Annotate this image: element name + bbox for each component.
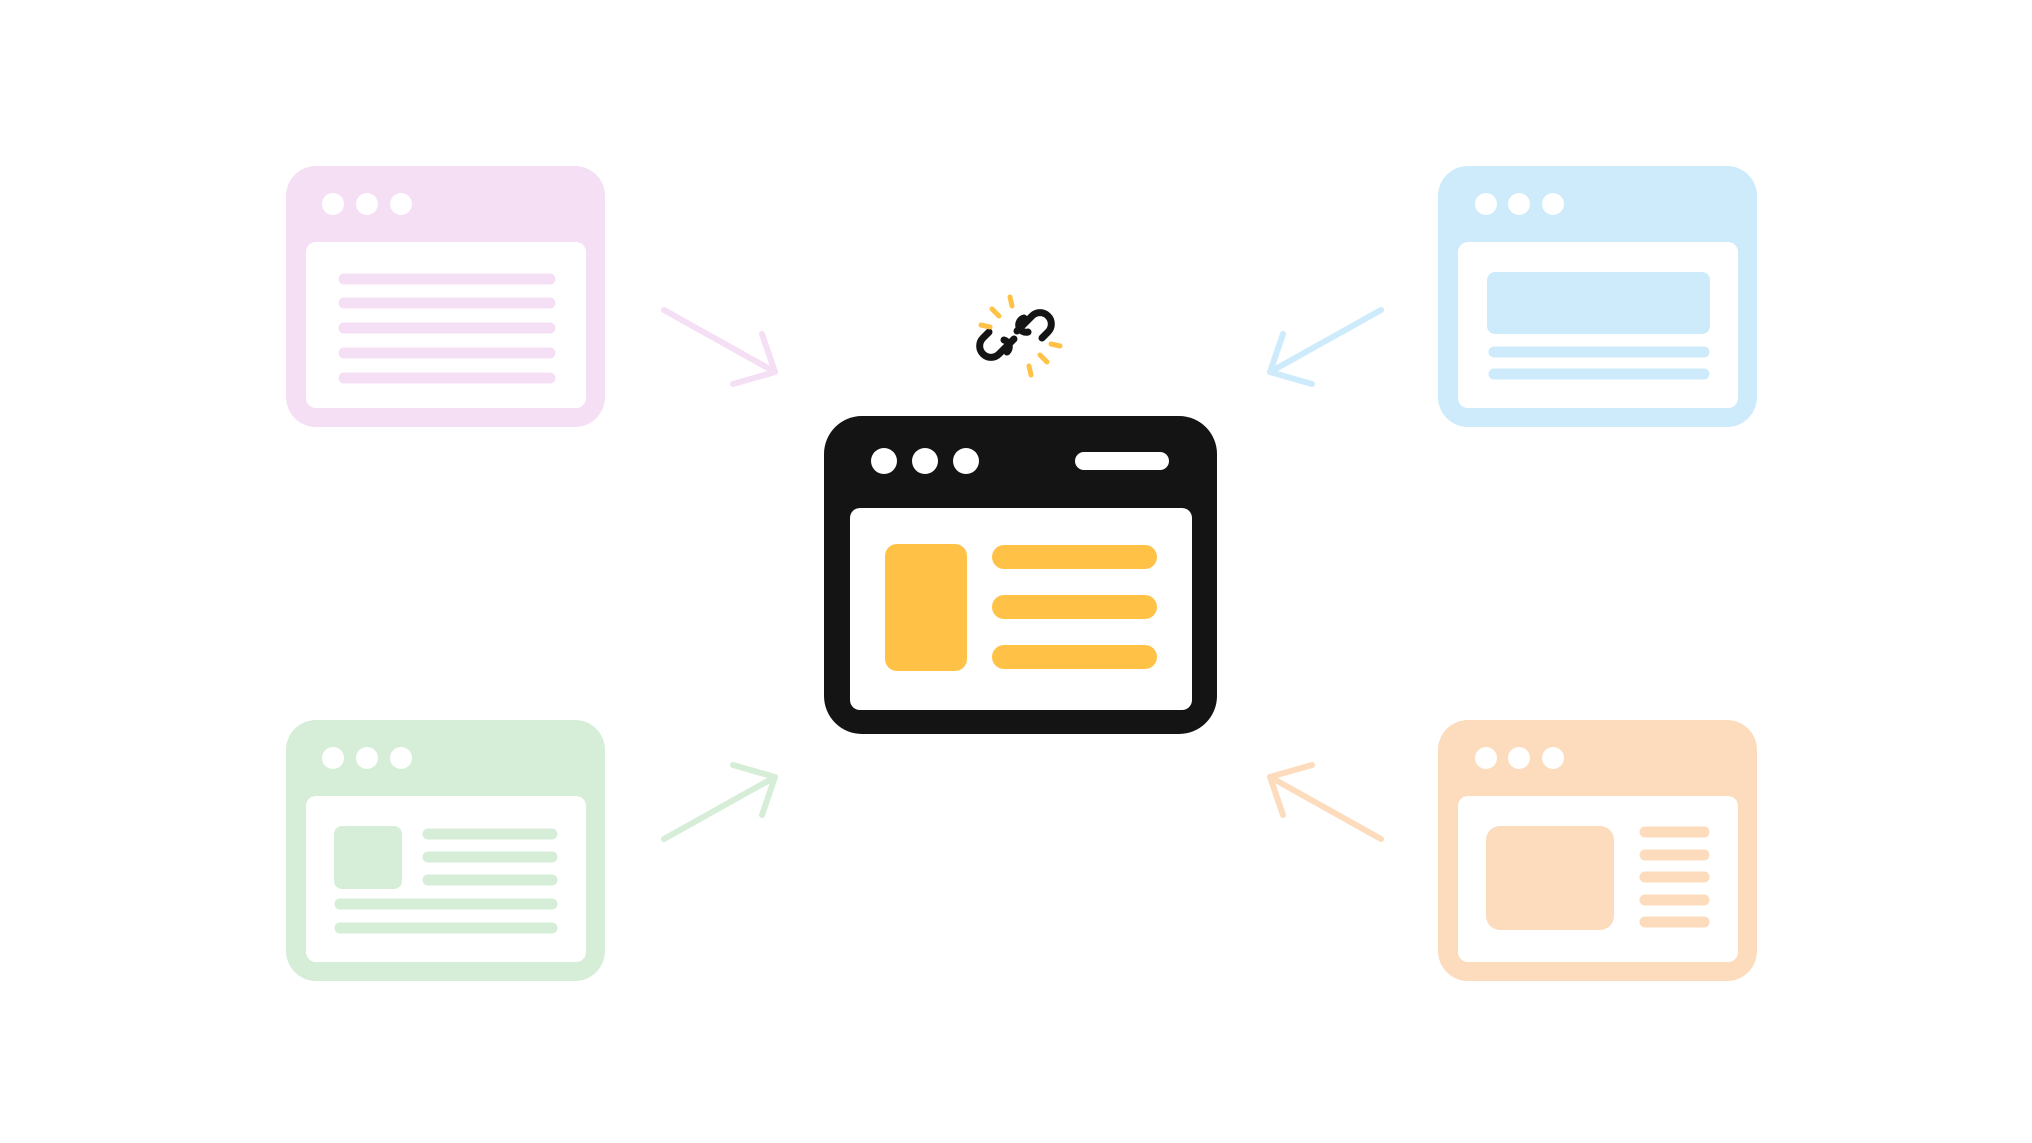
green-browser-window [286, 720, 605, 981]
arrow-up-right-icon [661, 762, 778, 842]
window-dot [1475, 193, 1497, 215]
orange-browser-window [1438, 720, 1757, 981]
pink-browser-window [286, 166, 605, 427]
broken-link-icon [976, 294, 1063, 378]
window-dot [871, 448, 897, 474]
arrow-up-left-icon [1267, 762, 1384, 842]
image-placeholder [1486, 826, 1614, 930]
text-lines [334, 828, 558, 934]
arrow-down-left-icon [1267, 307, 1384, 387]
image-placeholder [885, 544, 967, 671]
window-dot [356, 193, 378, 215]
window-dot [1475, 747, 1497, 769]
window-dot [1508, 193, 1530, 215]
text-lines [338, 273, 556, 384]
list-lines [1639, 826, 1710, 928]
blue-browser-window [1438, 166, 1757, 427]
window-dot [1542, 193, 1564, 215]
break-spark-marks [978, 294, 1063, 378]
center-browser-window [824, 416, 1217, 734]
window-dot [390, 193, 412, 215]
window-dot [1508, 747, 1530, 769]
window-dot [322, 193, 344, 215]
window-dot [390, 747, 412, 769]
text-lines [1488, 346, 1710, 380]
text-lines [992, 545, 1157, 669]
window-dot [322, 747, 344, 769]
window-dot [953, 448, 979, 474]
window-dot [912, 448, 938, 474]
image-placeholder [334, 826, 402, 889]
banner-image-placeholder [1487, 272, 1710, 334]
window-dot [356, 747, 378, 769]
window-dot [1542, 747, 1564, 769]
arrow-down-right-icon [661, 307, 778, 387]
